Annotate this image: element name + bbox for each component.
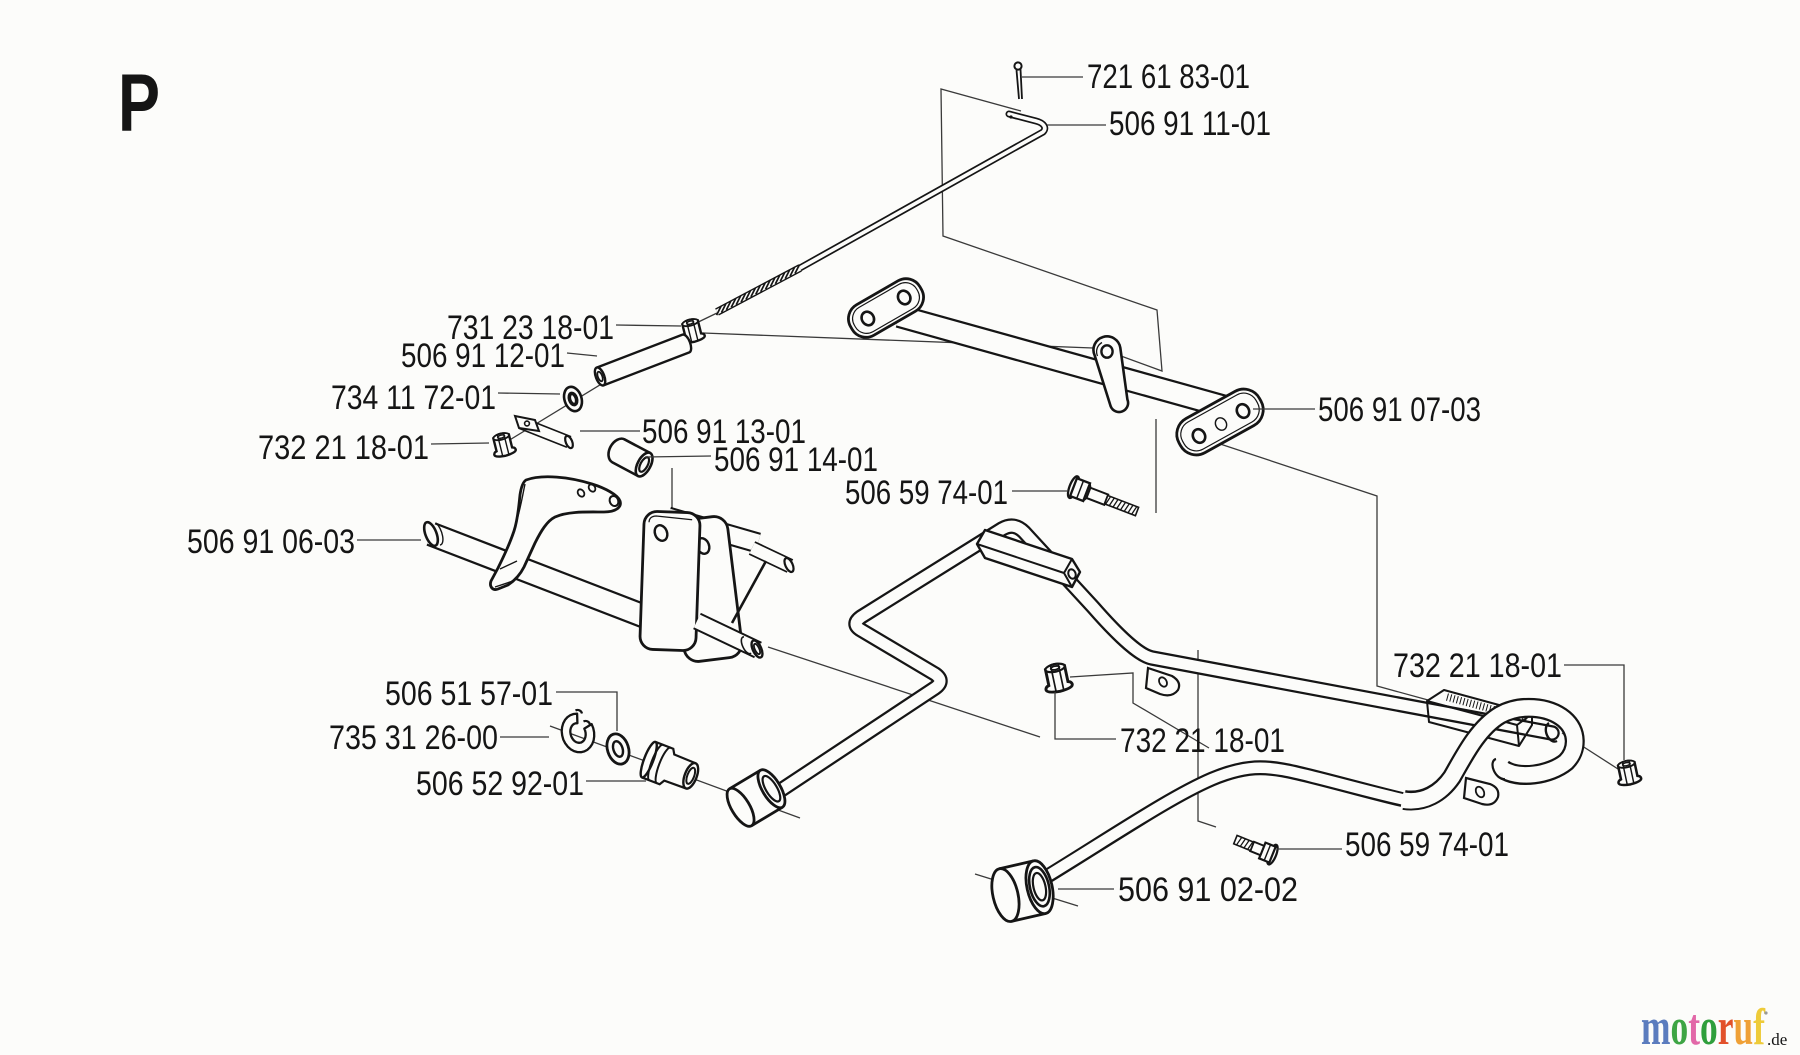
- svg-text:732 21 18-01: 732 21 18-01: [1120, 722, 1285, 760]
- svg-text:506 51 57-01: 506 51 57-01: [385, 675, 553, 713]
- svg-text:506 91 13-01: 506 91 13-01: [642, 413, 806, 451]
- svg-text:506 59 74-01: 506 59 74-01: [1345, 826, 1509, 864]
- svg-text:731 23 18-01: 731 23 18-01: [447, 309, 614, 347]
- svg-text:732 21 18-01: 732 21 18-01: [258, 429, 429, 467]
- svg-text:506 91 07-03: 506 91 07-03: [1318, 391, 1481, 429]
- svg-text:P: P: [118, 58, 160, 149]
- svg-text:506 91 06-03: 506 91 06-03: [187, 523, 355, 561]
- svg-text:506 91 14-01: 506 91 14-01: [714, 441, 878, 479]
- svg-text:506 91 02-02: 506 91 02-02: [1118, 871, 1298, 909]
- svg-text:732 21 18-01: 732 21 18-01: [1393, 647, 1562, 685]
- svg-text:734 11 72-01: 734 11 72-01: [331, 379, 496, 417]
- svg-text:506 59 74-01: 506 59 74-01: [845, 474, 1008, 512]
- svg-text:506 52 92-01: 506 52 92-01: [416, 765, 584, 803]
- svg-text:.de: .de: [1767, 1030, 1787, 1049]
- svg-text:506 91 11-01: 506 91 11-01: [1109, 105, 1271, 143]
- svg-text:735 31 26-00: 735 31 26-00: [329, 719, 498, 757]
- svg-text:motoruf: motoruf: [1641, 999, 1765, 1055]
- svg-text:506 91 12-01: 506 91 12-01: [401, 337, 565, 375]
- svg-text:721 61 83-01: 721 61 83-01: [1087, 58, 1250, 96]
